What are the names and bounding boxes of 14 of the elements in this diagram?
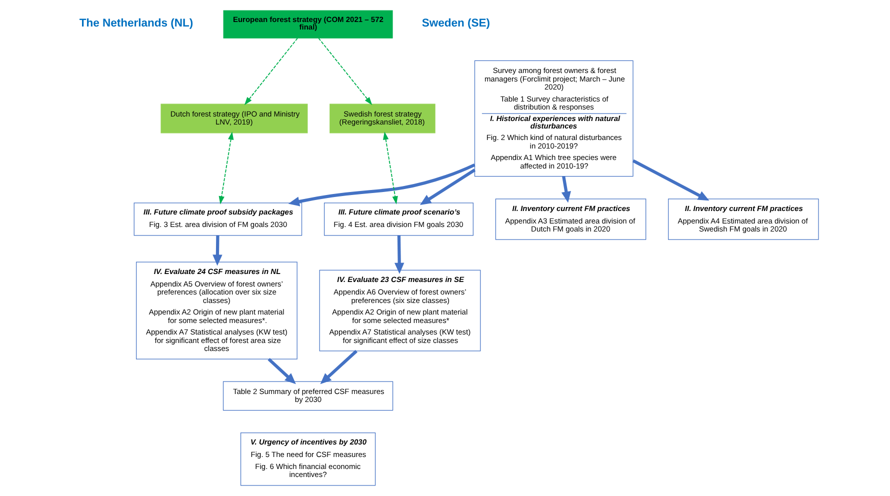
arrow <box>632 159 709 201</box>
arrow <box>394 236 404 274</box>
arrow <box>320 350 357 384</box>
label: Sweden (SE) <box>421 17 490 30</box>
arrow <box>218 132 234 204</box>
arrow <box>560 176 570 203</box>
label: The Netherlands (NL) <box>78 17 193 30</box>
arrow <box>212 236 222 266</box>
arrow <box>419 168 476 205</box>
arrow <box>382 132 398 204</box>
arrow <box>244 38 298 106</box>
arrow <box>318 38 372 106</box>
arrow <box>288 163 475 206</box>
arrow <box>267 358 296 384</box>
